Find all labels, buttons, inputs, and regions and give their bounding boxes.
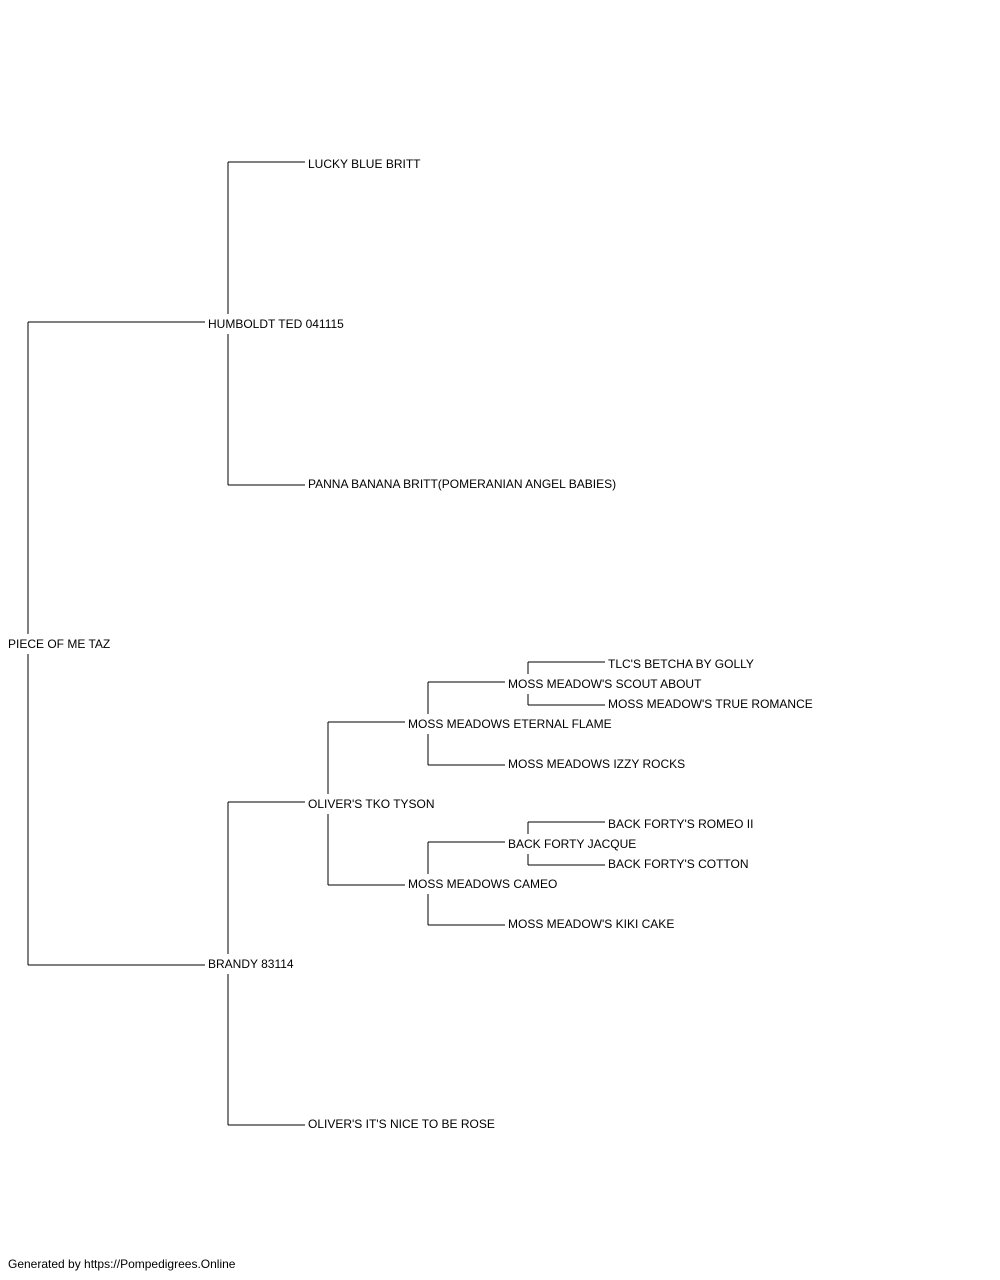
dam-sire-sire-sire-sire-name: TLC'S BETCHA BY GOLLY xyxy=(608,657,754,671)
dam-sire-sire-sire-dam-name: MOSS MEADOW'S TRUE ROMANCE xyxy=(608,697,813,711)
dam-sire-dam-sire-dam-name: BACK FORTY'S COTTON xyxy=(608,857,749,871)
dam-dam-name: OLIVER'S IT'S NICE TO BE ROSE xyxy=(308,1117,495,1131)
dam-name: BRANDY 83114 xyxy=(208,957,294,971)
footer-credit: Generated by https://Pompedigrees.Online xyxy=(8,1257,236,1271)
sire-dam-name: PANNA BANANA BRITT(POMERANIAN ANGEL BABI… xyxy=(308,477,617,491)
dam-sire-dam-sire-name: BACK FORTY JACQUE xyxy=(508,837,637,851)
dam-sire-sire-name: MOSS MEADOWS ETERNAL FLAME xyxy=(408,717,612,731)
sire-sire-name: LUCKY BLUE BRITT xyxy=(308,157,421,171)
sire-name: HUMBOLDT TED 041115 xyxy=(208,317,344,331)
subject-name: PIECE OF ME TAZ xyxy=(8,637,111,651)
dam-sire-sire-dam-name: MOSS MEADOWS IZZY ROCKS xyxy=(508,757,686,771)
dam-sire-sire-sire-name: MOSS MEADOW'S SCOUT ABOUT xyxy=(508,677,702,691)
dam-sire-name: OLIVER'S TKO TYSON xyxy=(308,797,435,811)
dam-sire-dam-dam-name: MOSS MEADOW'S KIKI CAKE xyxy=(508,917,675,931)
dam-sire-dam-sire-sire-name: BACK FORTY'S ROMEO II xyxy=(608,817,754,831)
dam-sire-dam-name: MOSS MEADOWS CAMEO xyxy=(408,877,558,891)
